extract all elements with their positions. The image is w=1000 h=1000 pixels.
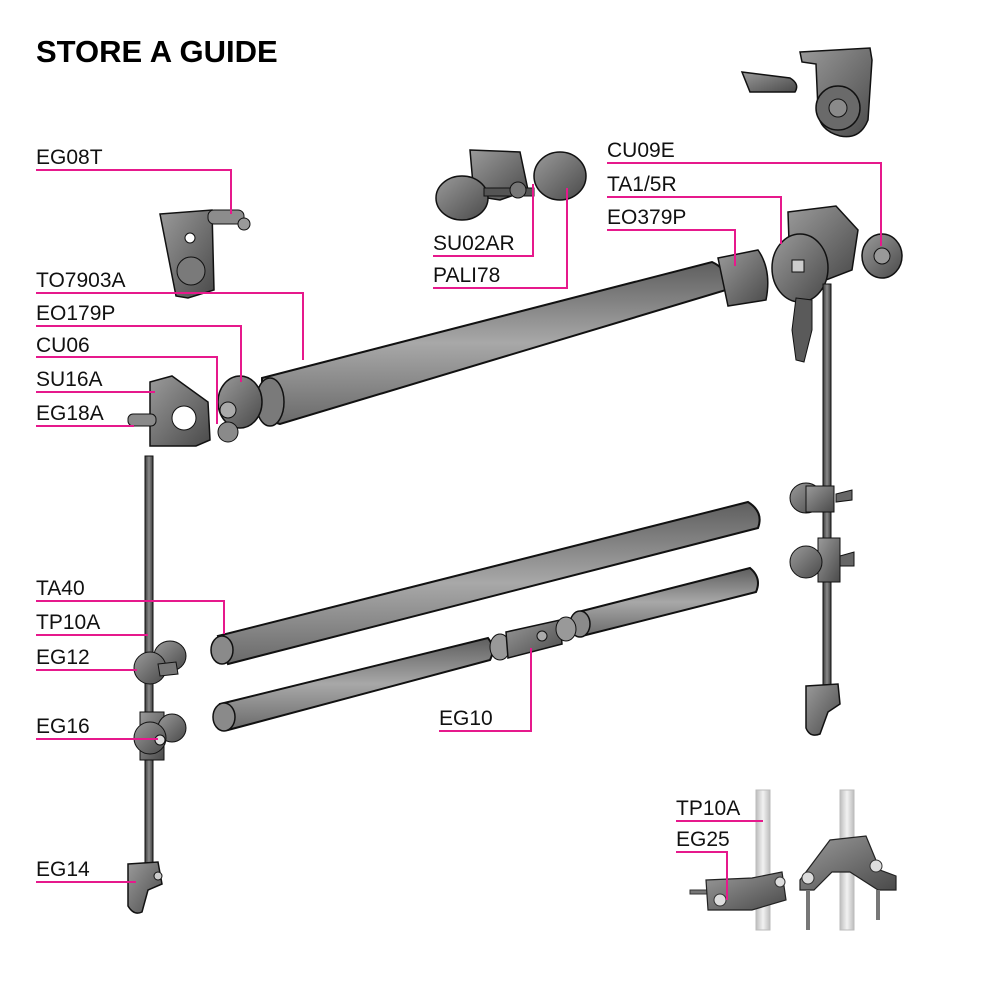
label-to7903a: TO7903A bbox=[36, 269, 126, 292]
label-eg16: EG16 bbox=[36, 715, 90, 738]
main-roller-tube bbox=[255, 260, 728, 427]
leader-to7903a bbox=[36, 292, 304, 360]
label-eg12: EG12 bbox=[36, 646, 90, 669]
leader-cu09e bbox=[607, 162, 882, 246]
detail-eg25-clamp bbox=[689, 871, 787, 911]
leader-pali78 bbox=[433, 188, 568, 289]
label-tp10a-detail: TP10A bbox=[676, 797, 741, 820]
su16a-bracket-part bbox=[127, 375, 211, 447]
leader-eg08t bbox=[36, 169, 232, 214]
eg08t-bracket-part bbox=[159, 209, 251, 299]
label-cu06: CU06 bbox=[36, 334, 90, 357]
leader-lines bbox=[36, 162, 882, 900]
label-cu09e: CU09E bbox=[607, 139, 675, 162]
leader-eg10 bbox=[439, 648, 532, 732]
detail-saddle-clamp bbox=[799, 835, 897, 930]
leader-ta1-5r bbox=[607, 196, 782, 244]
detail-silver-rod-left bbox=[755, 789, 771, 931]
label-eg08t: EG08T bbox=[36, 146, 103, 169]
su02ar-pali78-part bbox=[435, 149, 587, 221]
leader-eo379p bbox=[607, 229, 736, 266]
left-bottom-bracket-eg14 bbox=[127, 861, 163, 914]
right-clamp-lower bbox=[789, 537, 855, 583]
leader-su02ar bbox=[433, 184, 534, 257]
label-ta40: TA40 bbox=[36, 577, 85, 600]
leader-eg25 bbox=[676, 851, 728, 900]
leader-cu06 bbox=[36, 356, 218, 424]
bar-tube-lower-right bbox=[569, 566, 759, 638]
label-eg10: EG10 bbox=[439, 707, 493, 730]
tube-connector-eg10 bbox=[489, 616, 577, 661]
page-title: STORE A GUIDE bbox=[36, 34, 278, 69]
leader-ta40 bbox=[36, 600, 225, 634]
label-eg18a: EG18A bbox=[36, 402, 104, 425]
right-bottom-bracket bbox=[805, 683, 841, 736]
label-eo179p: EO179P bbox=[36, 302, 116, 325]
leader-eo179p bbox=[36, 325, 242, 382]
right-end-mechanism-part bbox=[717, 205, 903, 363]
left-clamp-eg16 bbox=[133, 711, 187, 761]
label-eo379p: EO379P bbox=[607, 206, 687, 229]
top-right-bracket-part bbox=[740, 47, 873, 138]
bar-tube-ta40 bbox=[210, 500, 761, 666]
left-clamp-eg12 bbox=[133, 640, 187, 685]
left-end-cap-part bbox=[217, 375, 263, 443]
label-ta1-5r: TA1/5R bbox=[607, 173, 677, 196]
label-eg14: EG14 bbox=[36, 858, 90, 881]
label-su02ar: SU02AR bbox=[433, 232, 515, 255]
label-tp10a: TP10A bbox=[36, 611, 101, 634]
right-clamp-upper bbox=[789, 482, 853, 514]
label-eg25: EG25 bbox=[676, 828, 730, 851]
label-su16a: SU16A bbox=[36, 368, 103, 391]
label-pali78: PALI78 bbox=[433, 264, 501, 287]
